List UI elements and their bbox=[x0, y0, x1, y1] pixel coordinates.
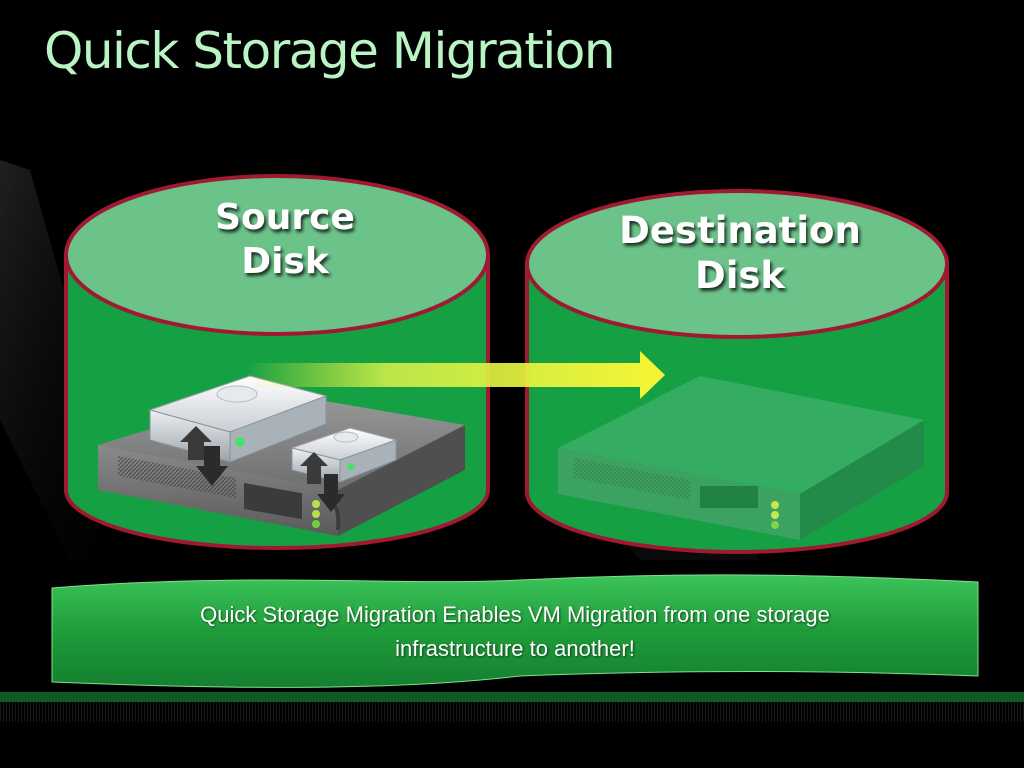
footer-bar bbox=[0, 692, 1024, 702]
destination-disk-label-line2: Disk bbox=[694, 254, 786, 298]
external-hard-drive-icon bbox=[148, 375, 328, 463]
destination-disk-label: Destination Disk bbox=[590, 208, 890, 298]
destination-disk-label-line1: Destination bbox=[619, 209, 861, 252]
destination-disk-top bbox=[525, 189, 949, 339]
footer-pattern-strip bbox=[0, 702, 1024, 722]
external-hard-drive-icon-small bbox=[290, 427, 398, 483]
source-disk-label: Source Disk bbox=[160, 196, 410, 284]
arrow-right-icon bbox=[246, 351, 665, 399]
up-down-arrows-icon-small bbox=[300, 452, 345, 512]
source-disk-label-line1: Source bbox=[215, 197, 355, 238]
banner-caption-line2: infrastructure to another! bbox=[395, 636, 635, 661]
banner-caption-line1: Quick Storage Migration Enables VM Migra… bbox=[200, 602, 830, 627]
banner-caption: Quick Storage Migration Enables VM Migra… bbox=[110, 598, 920, 666]
up-down-arrows-icon bbox=[180, 426, 228, 486]
source-disk-label-line2: Disk bbox=[241, 240, 329, 282]
caption-banner bbox=[51, 574, 979, 688]
source-disk-top bbox=[64, 174, 490, 336]
destination-server-leds bbox=[771, 501, 779, 529]
rack-server-icon-destination bbox=[558, 376, 924, 540]
slide-title: Quick Storage Migration bbox=[44, 22, 616, 80]
